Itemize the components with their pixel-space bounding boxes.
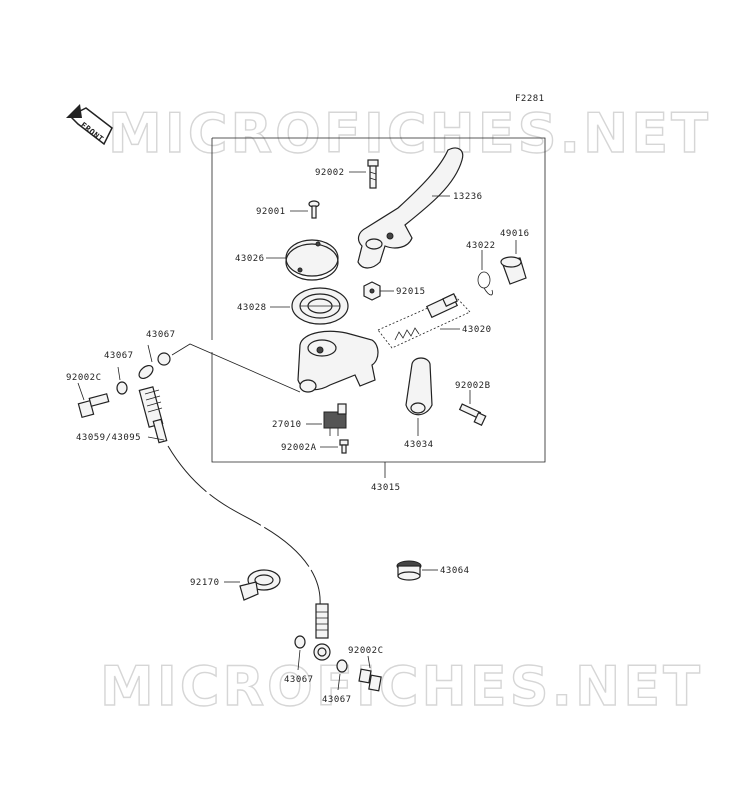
label-49016: 49016 [500,229,530,239]
label-43028: 43028 [237,303,267,313]
piston-kit-43020 [377,293,471,349]
bolt-92002C-a [77,393,110,419]
label-43022: 43022 [466,241,496,251]
clamp-43034 [405,357,433,416]
hose-lower-fitting [313,603,331,661]
label-43034: 43034 [404,440,434,450]
lever-13236 [357,147,464,269]
grommet-43064 [396,560,422,581]
label-43026: 43026 [235,254,265,264]
label-92002: 92002 [315,168,345,178]
label-43020: 43020 [462,325,492,335]
label-43059-43095: 43059/43095 [76,433,141,443]
label-27010: 27010 [272,420,302,430]
bolt-92002 [367,159,379,189]
label-92001: 92001 [256,207,286,217]
screw-92002A [339,439,349,454]
switch-27010 [323,403,347,436]
hose-upper-fitting [138,352,171,444]
master-cylinder-body [297,330,379,393]
assembly-box [211,137,546,463]
label-43064: 43064 [440,566,470,576]
label-43067-b: 43067 [104,351,134,361]
bolt-92002C-b [358,668,382,692]
label-92015: 92015 [396,287,426,297]
diaphragm-43028 [291,287,349,325]
label-43067-a: 43067 [146,330,176,340]
washer-43067-d [336,659,348,673]
label-92002B: 92002B [455,381,491,391]
watermark-bottom: MICROFICHES.NET [100,655,703,718]
nut-92015 [363,281,381,301]
label-92002C-b: 92002C [348,646,384,656]
bolt-92002B [458,403,487,427]
watermark-top: MICROFICHES.NET [108,102,711,165]
brake-hose [167,445,321,606]
screw-92001 [308,200,320,219]
front-arrow-icon: FRONT [66,104,113,146]
washer-43067-c [294,635,306,649]
label-92002A: 92002A [281,443,317,453]
label-13236: 13236 [453,192,483,202]
hose-clamp-92170 [239,569,281,601]
label-92002C-a: 92002C [66,373,102,383]
label-43067-c: 43067 [284,675,314,685]
label-43067-d: 43067 [322,695,352,705]
cap-43026 [285,239,339,281]
label-92170: 92170 [190,578,220,588]
label-43015: 43015 [371,483,401,493]
washer-43067-b [116,381,128,395]
circlip-43022 [477,271,493,296]
diagram-id: F2281 [515,94,545,104]
boot-49016 [500,256,527,285]
